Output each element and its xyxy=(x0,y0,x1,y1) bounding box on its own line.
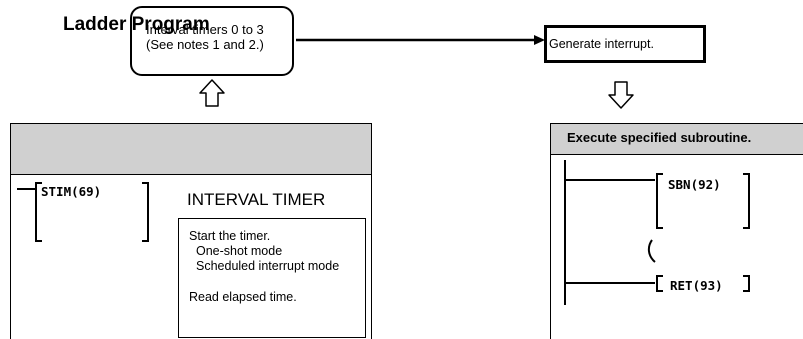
generate-interrupt-label: Generate interrupt. xyxy=(549,37,654,51)
description-scheduled: Scheduled interrupt mode xyxy=(196,259,340,273)
subroutine-ladder-rungs xyxy=(564,160,750,305)
sbn-instruction-label: SBN(92) xyxy=(668,177,721,192)
description-one-shot: One-shot mode xyxy=(196,244,283,258)
ladder-program-title: Ladder Program xyxy=(63,14,210,35)
subroutine-title: Execute specified subroutine. xyxy=(567,130,752,145)
interval-timers-box xyxy=(130,6,294,76)
interval-timers-label: Interval timers 0 to 3 xyxy=(146,22,264,37)
generate-interrupt-box xyxy=(544,25,706,63)
up-arrow-icon xyxy=(199,79,225,107)
subroutine-panel xyxy=(550,123,803,339)
ret-instruction-label: RET(93) xyxy=(670,278,723,293)
description-read: Read elapsed time. xyxy=(189,290,297,304)
interval-timer-title: INTERVAL TIMER xyxy=(187,190,326,209)
description-start: Start the timer. xyxy=(189,229,271,243)
down-arrow-icon xyxy=(608,81,634,109)
connector-arrow xyxy=(296,35,545,45)
interval-timer-description-box xyxy=(178,218,366,338)
subroutine-header xyxy=(551,124,803,155)
interval-timers-note: (See notes 1 and 2.) xyxy=(146,37,264,52)
stim-instruction-label: STIM(69) xyxy=(41,184,102,199)
ladder-program-header xyxy=(11,124,371,175)
stim-instruction-symbol xyxy=(17,182,149,242)
ladder-program-panel xyxy=(10,123,372,339)
